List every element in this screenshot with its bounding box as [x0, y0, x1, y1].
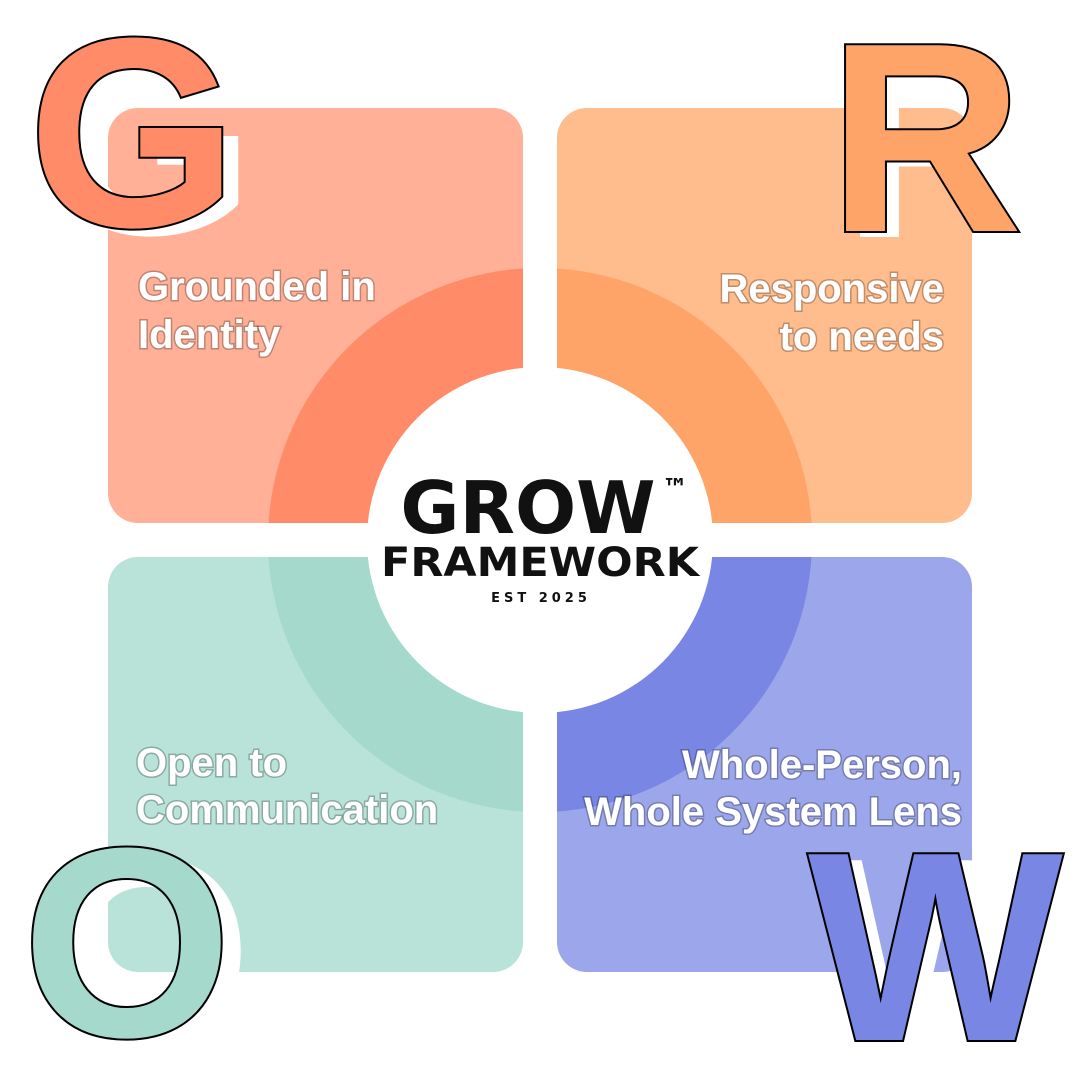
- letter-o-shadow: O: [42, 802, 252, 1080]
- letter-r: R: [828, 0, 1023, 289]
- letter-o: O: [22, 793, 232, 1080]
- logo-subtitle: FRAMEWORK: [381, 540, 701, 586]
- letter-g: G: [28, 0, 238, 284]
- grow-logo: GROW ™ FRAMEWORK EST 2025: [381, 466, 701, 606]
- label-w-line1: Whole-Person,: [682, 743, 962, 787]
- letter-w-group: W W: [806, 795, 1079, 1080]
- label-o-line2: Communication: [136, 788, 438, 832]
- arc-w: [557, 557, 812, 812]
- letter-g-shadow: G: [45, 0, 255, 292]
- letter-w-shadow: W: [822, 803, 1079, 1080]
- letter-w: W: [808, 797, 1065, 1080]
- arc-r: [557, 268, 812, 523]
- label-w-line2: Whole System Lens: [584, 790, 962, 834]
- logo-trademark: ™: [662, 474, 688, 504]
- logo-est: EST 2025: [491, 591, 591, 606]
- label-o-line1: Open to: [136, 741, 287, 785]
- label-g-line2: Identity: [138, 313, 281, 357]
- label-r-line1: Responsive: [719, 267, 944, 311]
- arc-o: [268, 557, 523, 812]
- logo-title: GROW: [400, 466, 655, 550]
- letter-r-group: R R: [826, 0, 1037, 295]
- letter-g-group: G G: [26, 0, 255, 292]
- label-g-line1: Grounded in: [138, 265, 376, 309]
- arc-g: [268, 268, 523, 523]
- center-circle: [367, 367, 713, 713]
- label-r-line2: to needs: [780, 315, 944, 359]
- letter-r-shadow: R: [842, 0, 1037, 295]
- letter-o-group: O O: [20, 791, 252, 1080]
